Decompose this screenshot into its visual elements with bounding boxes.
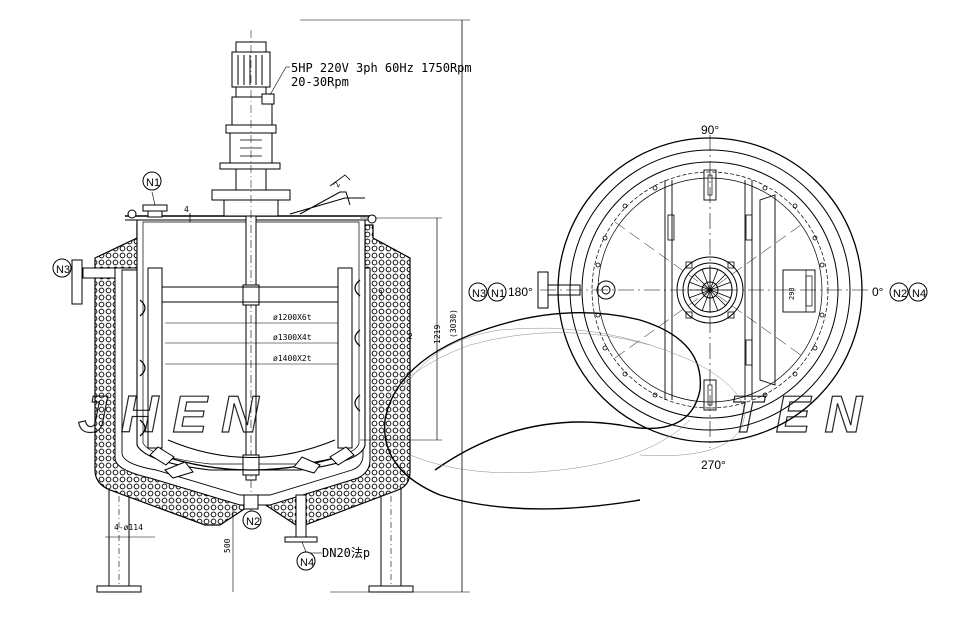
bottom-valve-label: DN20法p [322, 546, 370, 560]
manhole-width-dim: 298 [788, 287, 796, 300]
inner-shell-dim: ø1200X6t [273, 313, 312, 322]
jacket-thickness-dim: 2 [408, 332, 413, 341]
svg-text:N2: N2 [246, 516, 260, 528]
cover-thickness-dim: 2 [332, 180, 342, 189]
agitator-shaft [149, 150, 355, 500]
support-legs [96, 469, 414, 593]
nozzle-callout-n4-elevation: N4 [296, 551, 316, 571]
side-elevation-view [71, 19, 470, 593]
nozzle-callout-n2-elevation: N2 [242, 510, 262, 530]
svg-text:N1: N1 [491, 288, 505, 300]
watermark-swirl [369, 312, 745, 510]
plan-view [537, 135, 870, 448]
motor-drive-assembly [211, 30, 291, 220]
legs-dim: 4-ø114 [114, 523, 143, 532]
motor-spec-text: 5HP 220V 3ph 60Hz 1750Rpm [291, 61, 472, 75]
angle-90-label: 90° [701, 123, 719, 137]
outer-shell-dim: ø1400X2t [273, 354, 312, 363]
jacket-dim: ø1300X4t [273, 333, 312, 342]
angle-180-label: 180° [508, 285, 533, 299]
nozzle-callout-n4-plan: N4 [908, 282, 928, 302]
top-thickness-dim: 4 [184, 205, 189, 214]
svg-text:N3: N3 [472, 288, 486, 300]
speed-spec-text: 20-30Rpm [291, 75, 349, 89]
nozzle-callout-n3-plan: N3 [468, 282, 488, 302]
nozzle-callout-n1-elevation: N1 [142, 171, 162, 191]
angle-270-label: 270° [701, 458, 726, 472]
svg-text:N1: N1 [146, 177, 160, 189]
svg-text:N4: N4 [912, 288, 926, 300]
leg-height-dim: 500 [223, 538, 232, 553]
watermark-text-right: TEN [730, 386, 876, 444]
svg-text:N2: N2 [893, 288, 907, 300]
total-height-dim: (3030) [449, 309, 458, 338]
angle-0-label: 0° [872, 285, 884, 299]
wall-thickness-dim: 3 [378, 289, 383, 298]
nozzle-callout-n1-plan: N1 [487, 282, 507, 302]
vessel-height-dim: 1219 [433, 325, 442, 344]
watermark-text-left: JHEN [78, 386, 273, 444]
nozzle-callout-n3-elevation: N3 [52, 258, 72, 278]
svg-text:N4: N4 [300, 557, 314, 569]
svg-text:N3: N3 [56, 264, 70, 276]
nozzle-callout-n2-plan: N2 [889, 282, 909, 302]
